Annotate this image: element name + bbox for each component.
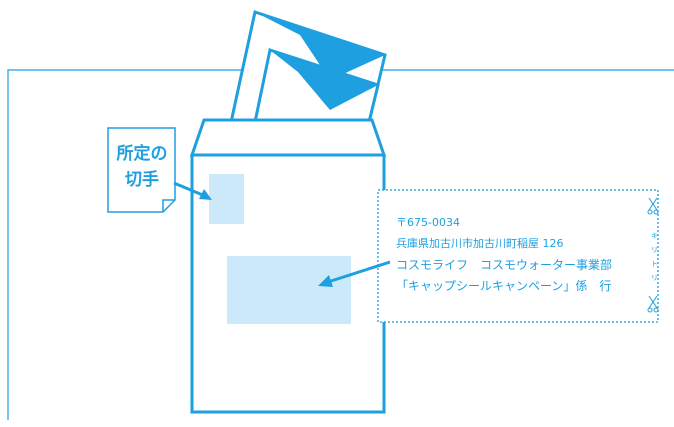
company-text: コスモライフ コスモウォーター事業部 [396, 258, 613, 272]
stamp-note-line1: 所定の [116, 144, 168, 164]
stamp-arrow-head [199, 189, 212, 200]
stamp-area [209, 174, 244, 224]
address-label-box [377, 189, 659, 323]
address-area [227, 256, 351, 324]
stamp-note-fold [162, 199, 175, 212]
cut-mark-char: ト [651, 260, 658, 268]
cut-mark-char: リ [651, 246, 658, 254]
stamp-note-paper [107, 127, 176, 213]
envelope-flap [189, 118, 387, 157]
cut-mark-char: キ [651, 232, 658, 240]
stamp-note-line2: 切手 [125, 170, 159, 190]
address-arrow-head [318, 275, 333, 287]
campaign-text: 「キャップシールキャンペーン」係 行 [396, 279, 612, 293]
address-arrow-line [327, 260, 391, 284]
card-back-flap [255, 12, 385, 80]
cut-mark-char: リ [651, 274, 658, 282]
stamp-arrow-line [173, 181, 206, 198]
postal-code: 〒675-0034 [396, 216, 460, 229]
address-text: 兵庫県加古川市加古川町稲屋 126 [396, 237, 564, 250]
outer-frame [7, 69, 674, 420]
scissors-icon [647, 197, 659, 215]
scissors-icon [647, 295, 659, 313]
card-front-flap [270, 50, 378, 110]
